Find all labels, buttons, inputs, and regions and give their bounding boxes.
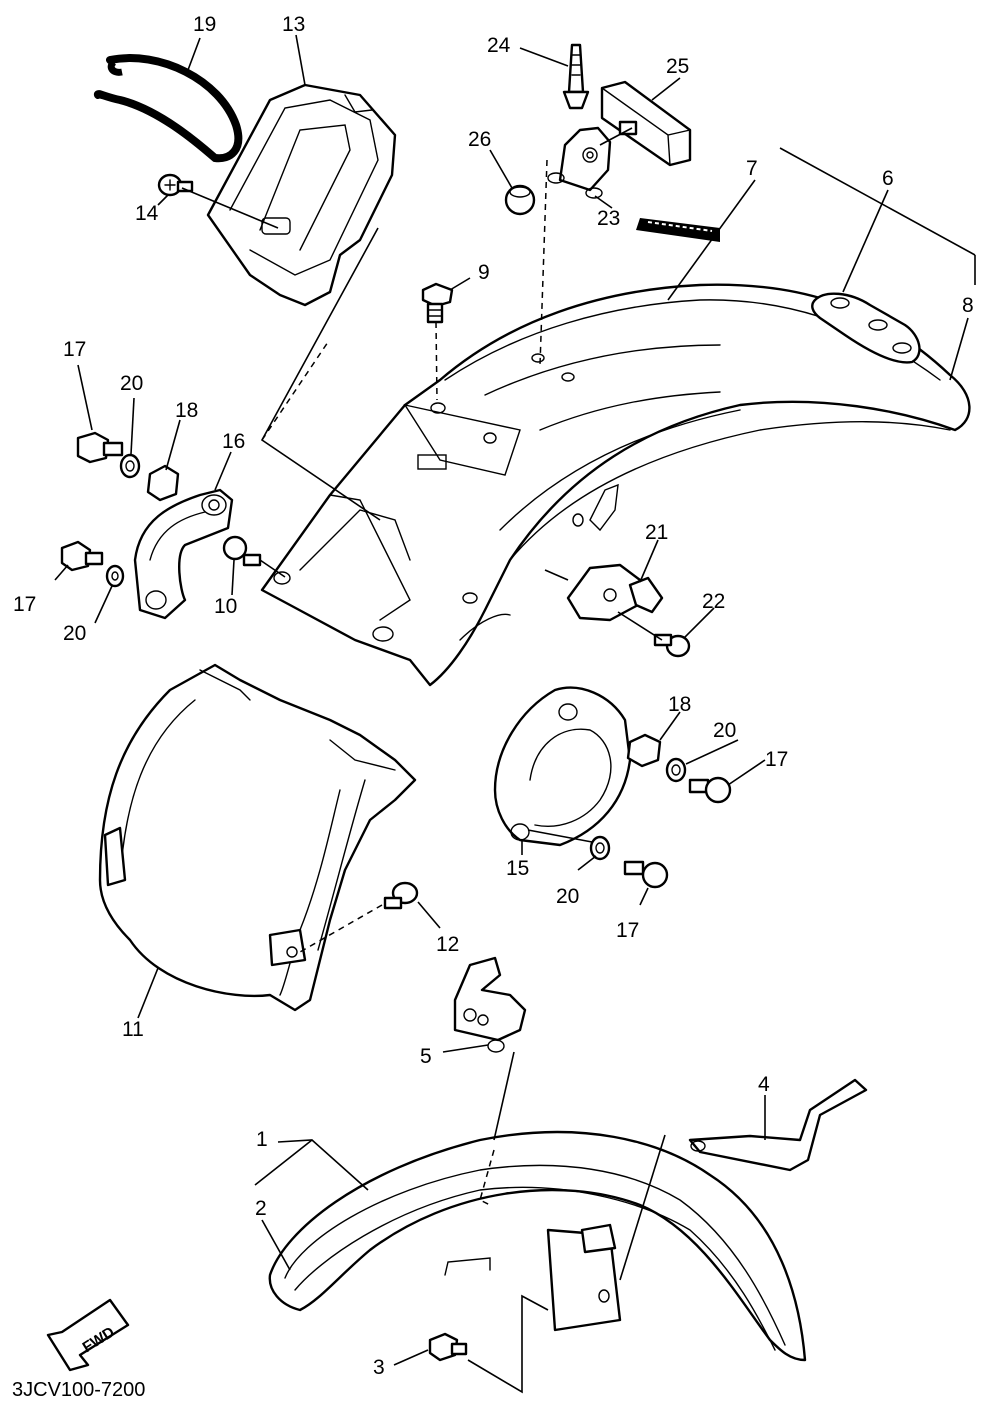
callout-15: 15	[506, 857, 529, 880]
washer-20c	[665, 757, 687, 783]
callout-14: 14	[135, 202, 159, 225]
callout-20d: 20	[556, 885, 579, 908]
bracket-21	[566, 563, 664, 622]
collar-18a	[146, 464, 180, 502]
cover-15	[493, 686, 632, 847]
bolt-9	[421, 282, 454, 324]
grab-plate-6	[811, 292, 921, 364]
callout-17b: 17	[13, 593, 36, 616]
inner-fender-11	[98, 663, 417, 1012]
callout-17d: 17	[616, 919, 639, 942]
emblem-7	[636, 218, 720, 242]
callout-13: 13	[282, 13, 305, 36]
callout-26: 26	[468, 128, 491, 151]
callout-11: 11	[122, 1018, 144, 1041]
pin-24	[562, 43, 590, 110]
screw-22	[653, 633, 691, 658]
callout-6: 6	[882, 167, 894, 190]
callout-3: 3	[373, 1356, 385, 1379]
washer-20d	[589, 835, 611, 861]
callout-22: 22	[702, 590, 725, 613]
callout-10: 10	[214, 595, 237, 618]
reflector-25	[600, 80, 692, 167]
callout-21: 21	[645, 521, 668, 544]
washer-20b	[105, 564, 125, 588]
callout-labels: 19 13 14 24 25 26 23 7 6 8 9 17 20 18 16…	[13, 13, 974, 1379]
callout-17c: 17	[765, 748, 788, 771]
rear-box-13	[206, 83, 397, 307]
fwd-arrow-icon: FWD	[46, 1298, 130, 1372]
bolt-10	[222, 535, 262, 567]
screw-3	[428, 1332, 468, 1362]
diagram-code: 3JCV100-7200	[12, 1379, 145, 1401]
callout-7: 7	[746, 157, 758, 180]
callout-9: 9	[478, 261, 490, 284]
callout-20b: 20	[63, 622, 86, 645]
callout-5: 5	[420, 1045, 432, 1068]
callout-8: 8	[962, 294, 974, 317]
callout-18b: 18	[668, 693, 691, 716]
callout-23: 23	[597, 207, 620, 230]
washer-20a	[119, 453, 141, 479]
callout-25: 25	[666, 55, 689, 78]
bracket-5	[453, 956, 527, 1053]
bolt-17a	[76, 431, 124, 464]
callout-24: 24	[487, 34, 511, 57]
bolt-12	[383, 881, 419, 910]
callout-12: 12	[436, 933, 459, 956]
callout-1: 1	[256, 1128, 268, 1151]
bolt-17c	[688, 776, 732, 804]
callout-18a: 18	[175, 399, 198, 422]
stay-4	[688, 1078, 868, 1172]
callout-16: 16	[222, 430, 245, 453]
callout-2: 2	[255, 1197, 267, 1220]
bolt-17b	[60, 540, 104, 572]
stay-16	[133, 488, 234, 620]
screw-14	[157, 173, 194, 197]
bracket-23	[547, 120, 638, 199]
front-fender-1	[268, 1130, 807, 1362]
nut-26	[504, 184, 536, 216]
collar-18b	[626, 733, 662, 768]
callout-4: 4	[758, 1073, 770, 1096]
callout-19: 19	[193, 13, 216, 36]
callout-17a: 17	[63, 338, 86, 361]
leader-lines	[54, 34, 976, 1394]
callout-20c: 20	[713, 719, 736, 742]
seal-strip-19	[94, 54, 243, 163]
callout-20a: 20	[120, 372, 143, 395]
bolt-17d	[623, 860, 669, 889]
